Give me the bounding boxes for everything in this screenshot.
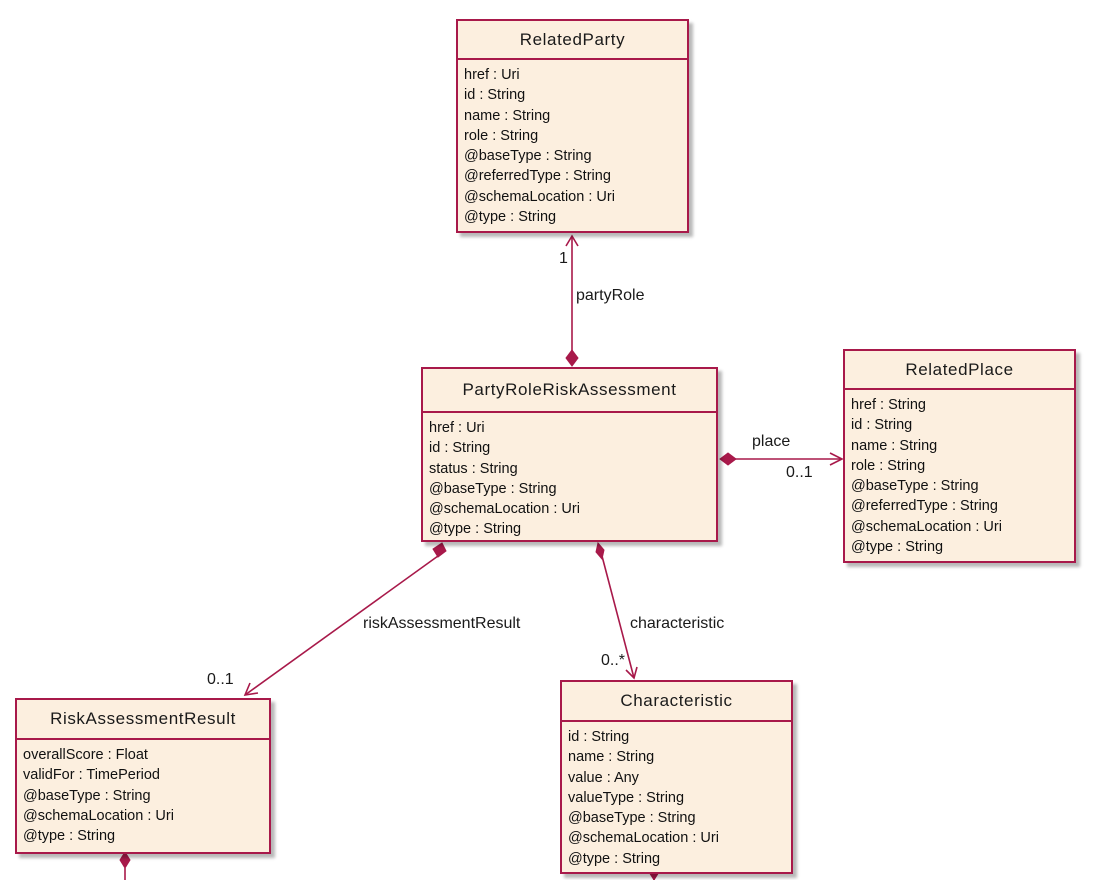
association-characteristic-arrowhead (625, 666, 638, 680)
place-multiplicity: 0..1 (786, 464, 813, 481)
attribute: name : String (568, 749, 655, 766)
class-related-party-attributes: href : Uri id : String name : String rol… (458, 60, 687, 227)
class-risk-assessment-result: RiskAssessmentResult overallScore : Floa… (15, 698, 271, 854)
attribute: validFor : TimePeriod (23, 767, 160, 784)
attribute: overallScore : Float (23, 747, 148, 763)
attribute: name : String (851, 437, 938, 454)
class-risk-assessment-result-attributes: overallScore : Float validFor : TimePeri… (17, 740, 269, 846)
party-role-multiplicity: 1 (559, 250, 568, 267)
class-characteristic-attributes: id : String name : String value : Any va… (562, 722, 791, 869)
party-role-composition-diamond (565, 349, 579, 367)
characteristic-composition-diamond (595, 541, 605, 561)
attribute: name : String (464, 107, 551, 124)
attribute: href : Uri (464, 67, 520, 83)
association-risk-assessment-result-arrowhead (243, 682, 259, 697)
attribute: role : String (464, 127, 539, 144)
attribute: id : String (429, 440, 491, 457)
characteristic-label: characteristic (630, 615, 724, 632)
place-label: place (752, 433, 790, 450)
attribute: @type : String (23, 828, 116, 845)
risk-assessment-result-label: riskAssessmentResult (363, 615, 521, 632)
attribute: role : String (851, 457, 926, 474)
class-party-role-risk-assessment-attributes: href : Uri id : String status : String @… (423, 413, 716, 540)
association-risk-assessment-result-line (244, 555, 439, 696)
association-place-arrowhead (829, 452, 844, 466)
attribute: @baseType : String (851, 478, 979, 495)
attribute: href : Uri (429, 420, 485, 436)
class-party-role-risk-assessment-name: PartyRoleRiskAssessment (423, 369, 716, 413)
attribute: @type : String (851, 539, 944, 556)
attribute: status : String (429, 460, 518, 477)
class-party-role-risk-assessment: PartyRoleRiskAssessment href : Uri id : … (421, 367, 718, 542)
class-related-party: RelatedParty href : Uri id : String name… (456, 19, 689, 233)
attribute: @baseType : String (23, 787, 151, 804)
attribute: @schemaLocation : Uri (568, 830, 719, 847)
attribute: @referredType : String (851, 498, 998, 515)
attribute: id : String (464, 87, 526, 104)
attribute: id : String (568, 729, 630, 745)
class-risk-assessment-result-name: RiskAssessmentResult (17, 700, 269, 740)
place-composition-diamond (719, 452, 737, 466)
class-related-place-attributes: href : String id : String name : String … (845, 390, 1074, 557)
attribute: valueType : String (568, 789, 685, 806)
class-characteristic: Characteristic id : String name : String… (560, 680, 793, 874)
attribute: @baseType : String (464, 148, 592, 165)
attribute: @type : String (568, 850, 661, 867)
attribute: @type : String (429, 521, 522, 538)
attribute: @type : String (464, 209, 557, 226)
attribute: id : String (851, 417, 913, 434)
risk-assessment-result-composition-diamond (432, 542, 447, 558)
risk-assessment-result-bottom-diamond (119, 851, 131, 869)
attribute: value : Any (568, 769, 639, 786)
attribute: @referredType : String (464, 168, 611, 185)
class-characteristic-name: Characteristic (562, 682, 791, 722)
class-related-place-name: RelatedPlace (845, 351, 1074, 390)
attribute: @schemaLocation : Uri (429, 501, 580, 518)
characteristic-multiplicity: 0..* (601, 652, 625, 669)
attribute: @baseType : String (568, 810, 696, 827)
party-role-label: partyRole (576, 287, 645, 304)
attribute: @schemaLocation : Uri (23, 807, 174, 824)
attribute: @schemaLocation : Uri (851, 518, 1002, 535)
attribute: href : String (851, 397, 926, 413)
risk-assessment-result-multiplicity: 0..1 (207, 671, 234, 688)
class-related-place: RelatedPlace href : String id : String n… (843, 349, 1076, 563)
class-related-party-name: RelatedParty (458, 21, 687, 60)
attribute: @baseType : String (429, 480, 557, 497)
association-party-role-arrowhead (565, 234, 579, 247)
attribute: @schemaLocation : Uri (464, 188, 615, 205)
association-characteristic-line (601, 555, 635, 679)
